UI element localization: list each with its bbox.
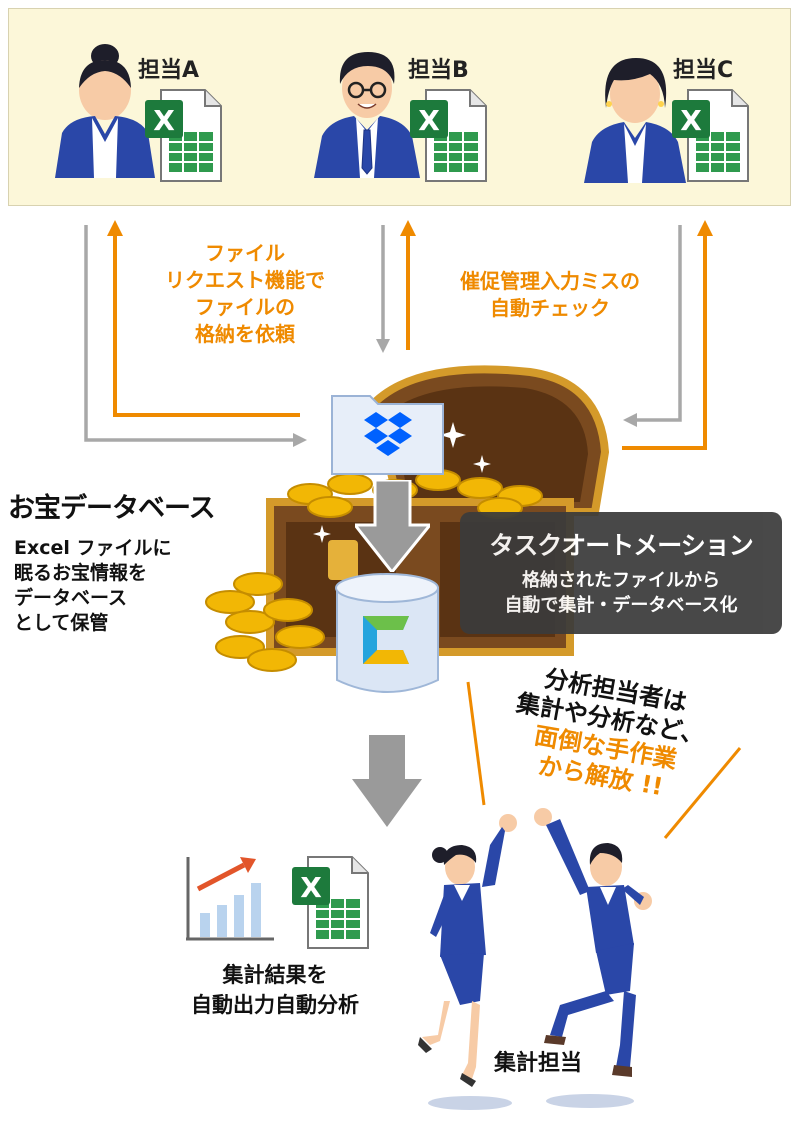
person-c-label: 担当C (673, 58, 734, 83)
role-label: 集計担当 (494, 1051, 583, 1076)
automation-title: タスクオートメーション (489, 531, 754, 560)
excel-icon: X (410, 89, 487, 182)
person-a-avatar (55, 44, 155, 178)
excel-icon: X (292, 856, 369, 949)
excel-icon: X (145, 89, 222, 182)
svg-text:X: X (300, 871, 322, 904)
burst-lines (466, 681, 742, 839)
upload-arrow-a (84, 225, 307, 447)
automation-description: 格納されたファイルから 自動で集計・データベース化 (504, 570, 738, 616)
person-b-avatar (314, 52, 420, 178)
automation-box: タスクオートメーション 格納されたファイルから 自動で集計・データベース化 (460, 512, 782, 634)
database-description: Excel ファイルに 眠るお宝情報を データベース として保管 (14, 537, 172, 634)
excel-icon: X (672, 89, 749, 182)
person-c-avatar (584, 58, 686, 183)
person-a-label: 担当A (138, 58, 200, 83)
request-note: ファイル リクエスト機能で ファイルの 格納を依頼 (165, 241, 325, 346)
check-note: 催促管理入力ミスの 自動チェック (460, 269, 640, 320)
dropbox-icon (331, 395, 444, 475)
svg-text:X: X (153, 104, 175, 137)
request-arrow-c (622, 220, 713, 450)
svg-text:X: X (418, 104, 440, 137)
result-text: 集計結果を 自動出力自動分析 (191, 963, 359, 1017)
upload-arrow-c (623, 225, 682, 427)
jumping-staff-illustration (418, 808, 652, 1110)
request-arrow-a (107, 220, 300, 417)
down-arrow-icon (355, 480, 430, 572)
person-b-label: 担当B (408, 58, 469, 83)
database-title: お宝データベース (8, 493, 216, 524)
svg-text:X: X (680, 104, 702, 137)
database-icon (335, 573, 439, 693)
chart-icon (186, 857, 274, 941)
result-arrow-icon (352, 735, 422, 827)
